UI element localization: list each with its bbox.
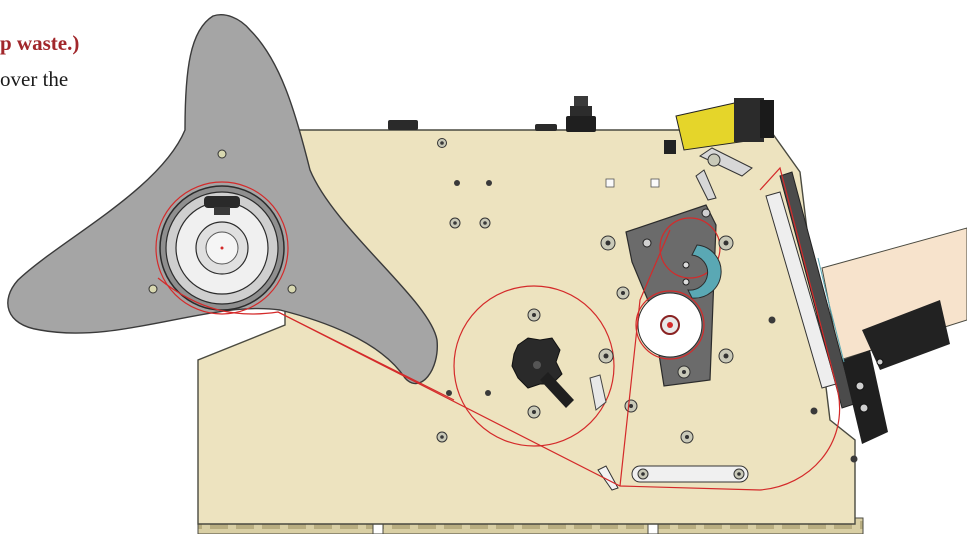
caption-line-1: p waste.) <box>0 31 80 55</box>
idler-bar <box>631 465 749 483</box>
cable-gland <box>566 96 596 132</box>
supply-spindle-icon <box>155 181 289 315</box>
plate-fasteners <box>436 138 858 463</box>
square-hole-right <box>650 178 660 188</box>
tension-clip <box>597 465 619 491</box>
arm-screw-top <box>217 149 227 159</box>
peel-plate-icon <box>765 171 950 444</box>
guide-rollers-left <box>598 235 694 444</box>
label-sensor-icon <box>664 98 774 201</box>
dancer-arm-icon <box>625 204 722 387</box>
arm-screw-left <box>148 284 158 294</box>
web-tail <box>817 257 845 363</box>
guide-rollers-right <box>718 235 734 364</box>
top-fitting-mid <box>535 124 557 131</box>
brake-bracket <box>589 374 607 411</box>
web-path <box>157 166 841 491</box>
rewind-hub-icon <box>453 285 615 447</box>
arm-screw-right <box>287 284 297 294</box>
caption-line-2: over the <box>0 67 69 91</box>
square-hole-left <box>605 178 615 188</box>
top-fitting-left <box>388 120 418 130</box>
